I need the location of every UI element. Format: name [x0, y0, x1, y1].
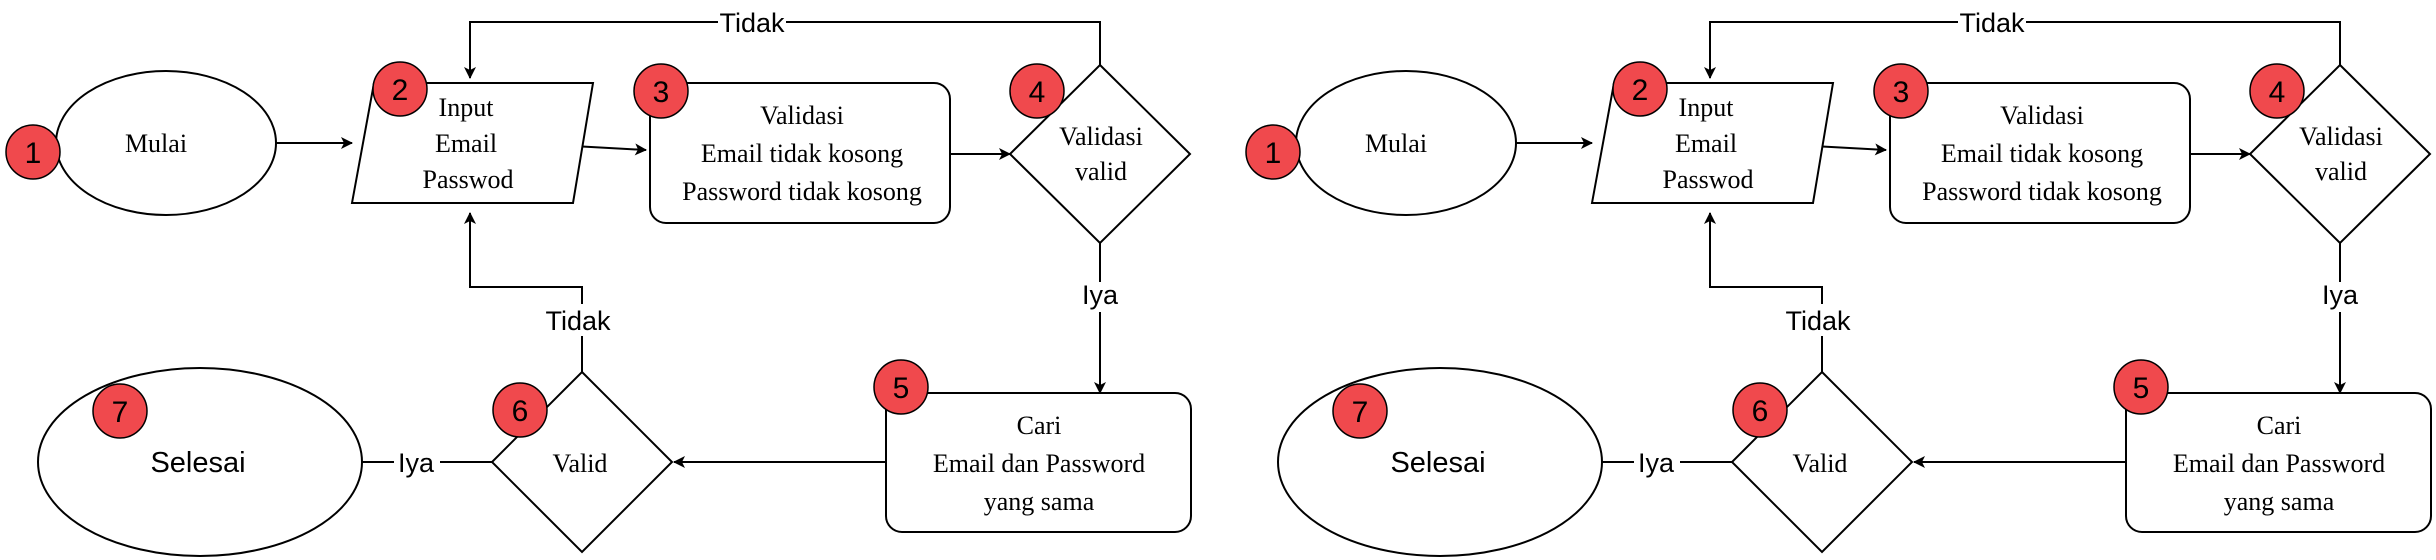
svg-text:5: 5	[2133, 372, 2150, 405]
search-label-line-2: Email dan Password	[2173, 449, 2385, 478]
decision-valid-label-line-1: Validasi	[1059, 122, 1143, 151]
input-label-line-2: Email	[435, 129, 497, 158]
decision-valid-label-line-1: Validasi	[2299, 122, 2383, 151]
search-node	[2125, 392, 2432, 533]
validate-label-line-3: Password tidak kosong	[1922, 177, 2162, 206]
badge-1: 1	[1245, 124, 1301, 180]
edge-label-yes-left: Iya	[398, 448, 435, 478]
svg-text:3: 3	[653, 76, 670, 109]
svg-text:3: 3	[1893, 76, 1910, 109]
search-label-line-3: yang sama	[984, 487, 1095, 516]
svg-text:4: 4	[1029, 76, 1046, 109]
decision-valid-label-line-2: valid	[2315, 157, 2367, 186]
validate-label-line-2: Email tidak kosong	[1941, 139, 2143, 168]
decision-found-label: Valid	[553, 449, 608, 478]
badge-7: 7	[1332, 383, 1388, 439]
badge-2: 2	[372, 61, 428, 117]
svg-text:5: 5	[893, 372, 910, 405]
edge-label-mid-no: Tidak	[1785, 306, 1851, 336]
end-label: Selesai	[150, 447, 245, 479]
badge-4: 4	[2249, 63, 2305, 119]
search-label-line-2: Email dan Password	[933, 449, 1145, 478]
start-label: Mulai	[1365, 129, 1427, 158]
edge-label-yes-down: Iya	[2322, 280, 2359, 310]
end-label: Selesai	[1390, 447, 1485, 479]
edge-label-yes-down: Iya	[1082, 280, 1119, 310]
decision-valid-label-line-2: valid	[1075, 157, 1127, 186]
validate-label-line-1: Validasi	[2000, 101, 2084, 130]
badges: 1 2 3 4 5 6 7	[1245, 61, 2305, 439]
input-label-line-3: Passwod	[422, 165, 513, 194]
start-label: Mulai	[125, 129, 187, 158]
search-label-line-3: yang sama	[2224, 487, 2335, 516]
badge-7: 7	[92, 383, 148, 439]
search-node	[885, 392, 1192, 533]
flowchart-left: Tidak Iya Tidak Iya Mulai Input Email Pa…	[5, 8, 1192, 557]
input-label-line-2: Email	[1675, 129, 1737, 158]
svg-text:2: 2	[392, 74, 409, 107]
svg-text:1: 1	[25, 137, 42, 170]
edge-label-yes-left: Iya	[1638, 448, 1675, 478]
svg-text:6: 6	[1752, 395, 1769, 428]
badge-6: 6	[492, 382, 548, 438]
input-label-line-1: Input	[439, 93, 495, 122]
edge-label-mid-no: Tidak	[545, 306, 611, 336]
svg-text:1: 1	[1265, 137, 1282, 170]
svg-text:6: 6	[512, 395, 529, 428]
edge-label-top-no: Tidak	[719, 8, 785, 38]
svg-text:2: 2	[1632, 74, 1649, 107]
flowchart-right: Tidak Iya Tidak Iya Mulai Input Email Pa…	[1245, 8, 2432, 557]
validate-node	[1889, 82, 2191, 224]
edge-label-top-no: Tidak	[1959, 8, 2025, 38]
badge-2: 2	[1612, 61, 1668, 117]
validate-node	[649, 82, 951, 224]
edge-input-to-validate	[572, 143, 647, 156]
svg-text:7: 7	[1352, 396, 1369, 429]
decision-found-label: Valid	[1793, 449, 1848, 478]
edge-input-to-validate	[1812, 143, 1887, 156]
badge-3: 3	[633, 63, 689, 119]
search-label-line-1: Cari	[1017, 411, 1062, 440]
badge-1: 1	[5, 124, 61, 180]
validate-label-line-1: Validasi	[760, 101, 844, 130]
search-label-line-1: Cari	[2257, 411, 2302, 440]
badge-3: 3	[1873, 63, 1929, 119]
svg-text:4: 4	[2269, 76, 2286, 109]
badges: 1 2 3 4 5 6 7	[5, 61, 1065, 439]
svg-text:7: 7	[112, 396, 129, 429]
edge-valid-no-to-input	[464, 212, 583, 372]
badge-5: 5	[2113, 359, 2169, 415]
validate-label-line-2: Email tidak kosong	[701, 139, 903, 168]
badge-5: 5	[873, 359, 929, 415]
validate-label-line-3: Password tidak kosong	[682, 177, 922, 206]
badge-4: 4	[1009, 63, 1065, 119]
input-label-line-3: Passwod	[1662, 165, 1753, 194]
edge-valid-no-to-input	[1704, 212, 1823, 372]
badge-6: 6	[1732, 382, 1788, 438]
input-label-line-1: Input	[1679, 93, 1735, 122]
